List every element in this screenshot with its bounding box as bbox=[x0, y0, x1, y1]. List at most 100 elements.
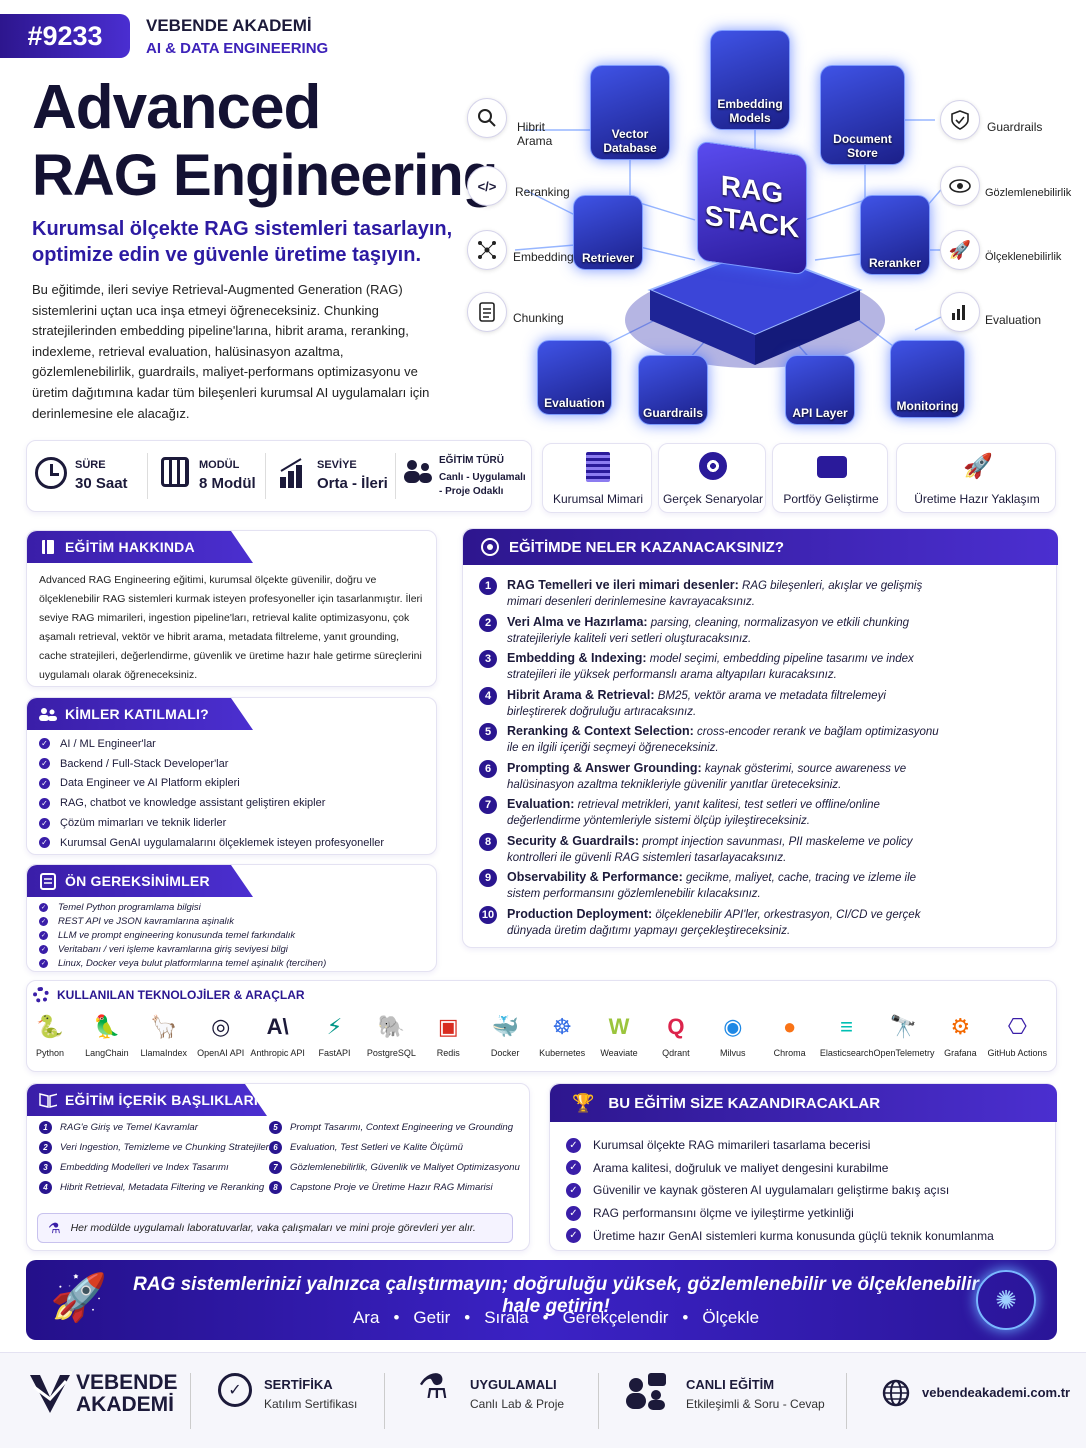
number-badge: 7 bbox=[479, 796, 497, 814]
brand-name-line1: VEBENDE bbox=[76, 1371, 178, 1394]
bar-chart-icon bbox=[940, 292, 980, 332]
bullet-separator: • bbox=[682, 1308, 689, 1327]
feature-card-production: 🚀Üretime Hazır Yaklaşım bbox=[896, 443, 1056, 513]
target-icon bbox=[481, 538, 499, 556]
number-badge: 5 bbox=[479, 723, 497, 741]
building-icon bbox=[586, 452, 610, 482]
feature-card-architecture: Kurumsal Mimari bbox=[542, 443, 652, 513]
list-item: ✓Data Engineer ve AI Platform ekipleri bbox=[39, 774, 429, 794]
feature-label: Üretime Hazır Yaklaşım bbox=[914, 492, 1040, 506]
topic-item: 3 Embedding Modelleri ve Index Tasarımı bbox=[39, 1161, 229, 1174]
tech-logo-icon: A\ bbox=[266, 1014, 289, 1039]
prereq-title: ÖN GEREKSİNİMLER bbox=[65, 873, 210, 889]
course-code-badge: #9233 bbox=[0, 14, 130, 58]
number-badge: 1 bbox=[479, 577, 497, 595]
gain-desc: prompt injection savunması, PII maskelem… bbox=[507, 835, 913, 864]
fact-label-duration: SÜRE bbox=[75, 459, 106, 471]
topic-text: RAG'e Giriş ve Temel Kavramlar bbox=[60, 1122, 198, 1133]
divider bbox=[265, 453, 266, 499]
tech-logo-icon: Q bbox=[667, 1014, 685, 1039]
flask-icon: ⚗ bbox=[48, 1219, 61, 1236]
about-card: EĞİTİM HAKKINDA Advanced RAG Engineering… bbox=[26, 530, 437, 687]
topics-header: EĞİTİM İÇERİK BAŞLIKLARI bbox=[27, 1084, 267, 1116]
bullet-separator: • bbox=[464, 1308, 471, 1327]
trophy-icon: 🏆 bbox=[572, 1092, 595, 1113]
gain-heading: Hibrit Arama & Retrieval: bbox=[507, 687, 655, 702]
list-item-text: Kurumsal GenAI uygulamalarını ölçeklemek… bbox=[60, 836, 385, 849]
list-item-text: Linux, Docker veya bulut platformlarına … bbox=[58, 957, 327, 969]
people-icon bbox=[403, 459, 433, 485]
tech-item: 🔭OpenTelemetry bbox=[874, 1010, 935, 1059]
gain-heading: RAG Temelleri ve ileri mimari desenler: bbox=[507, 578, 739, 592]
tech-item: ≡Elasticsearch bbox=[817, 1010, 877, 1059]
tech-label: Anthropic API bbox=[250, 1048, 305, 1058]
list-item: ✓Veritabanı / veri işleme kavramlarına g… bbox=[39, 942, 429, 956]
left-label-hybrid: Hibrit Arama bbox=[517, 120, 553, 148]
gain-desc: RAG bileşenleri, akışlar ve gelişmiş mim… bbox=[507, 580, 923, 608]
feature-card-scenarios: Gerçek Senaryolar bbox=[658, 443, 766, 513]
topics-note-box: ⚗ Her modülde uygulamalı laboratuvarlar, … bbox=[37, 1213, 513, 1243]
node-label: Vector Database bbox=[603, 127, 657, 155]
search-icon bbox=[467, 98, 507, 138]
tech-label: Python bbox=[35, 1048, 65, 1058]
gain-text: Security & Guardrails: prompt injection … bbox=[507, 833, 947, 870]
check-icon: ✓ bbox=[39, 958, 48, 968]
number-badge: 3 bbox=[39, 1161, 52, 1174]
number-badge: 8 bbox=[269, 1181, 282, 1194]
list-item-text: Temel Python programlama bilgisi bbox=[58, 901, 201, 913]
node-label: Retriever bbox=[581, 251, 635, 265]
gain-desc: parsing, cleaning, normalizasyon ve etki… bbox=[507, 616, 910, 645]
fact-value-type: Canlı - Uygulamalı - Proje Odaklı bbox=[439, 472, 526, 497]
banner-step: Ara bbox=[352, 1308, 380, 1327]
gains-list: 1 RAG Temelleri ve ileri mimari desenler:… bbox=[479, 577, 1049, 942]
check-icon: ✓ bbox=[566, 1228, 581, 1244]
gain-text: Production Deployment: ölçeklenebilir AP… bbox=[507, 906, 947, 943]
check-icon: ✓ bbox=[566, 1205, 581, 1221]
benefits-list: ✓Kurumsal ölçekte RAG mimarileri tasarla… bbox=[566, 1134, 1046, 1247]
check-icon: ✓ bbox=[39, 738, 50, 750]
divider bbox=[147, 453, 148, 499]
check-icon: ✓ bbox=[39, 916, 48, 926]
tech-logo-icon: ⚡ bbox=[326, 1014, 343, 1039]
list-item: ✓ Linux, Docker veya bulut platformlarına… bbox=[39, 956, 429, 970]
list-item: ✓Kurumsal GenAI uygulamalarını ölçekleme… bbox=[39, 833, 429, 853]
cta-banner: 🚀 RAG sistemlerinizi yalnızca çalıştırma… bbox=[26, 1260, 1057, 1340]
gain-heading: Veri Alma ve Hazırlama: bbox=[507, 614, 648, 629]
gain-desc: BM25, vektör arama ve metadata filtrelem… bbox=[507, 689, 886, 718]
list-item: ✓Temel Python programlama bilgisi bbox=[39, 900, 429, 914]
benefit-item: ✓Kurumsal ölçekte RAG mimarileri tasarla… bbox=[566, 1134, 1046, 1157]
number-badge: 2 bbox=[479, 613, 497, 632]
benefit-item: ✓Güvenilir ve kaynak gösteren AI uygulam… bbox=[566, 1179, 1046, 1202]
divider bbox=[846, 1373, 847, 1429]
gain-desc: ölçeklenebilir API'ler, orkestrasyon, CI… bbox=[507, 908, 921, 937]
topic-text: Embedding Modelleri ve Index Tasarımı bbox=[60, 1162, 229, 1173]
tech-item: ▣Redis bbox=[418, 1010, 478, 1059]
gain-desc: retrieval metrikleri, yanıt kalitesi, te… bbox=[507, 799, 880, 827]
benefit-text: RAG performansını ölçme ve iyileştirme y… bbox=[593, 1206, 854, 1221]
tech-logo-icon: 🦜 bbox=[93, 1014, 121, 1039]
tech-title: KULLANILAN TEKNOLOJİLER & ARAÇLAR bbox=[57, 988, 305, 1002]
benefit-text: Güvenilir ve kaynak gösteren AI uygulama… bbox=[593, 1183, 950, 1198]
gain-text: Prompting & Answer Grounding: kaynak gös… bbox=[507, 760, 947, 797]
node-label: Reranker bbox=[868, 256, 922, 270]
topic-text: Prompt Tasarımı, Context Engineering ve … bbox=[290, 1122, 514, 1133]
banner-text: RAG sistemlerinizi yalnızca çalıştırmayı… bbox=[133, 1274, 979, 1317]
topics-note: Her modülde uygulamalı laboratuvarlar, v… bbox=[70, 1222, 476, 1234]
fact-value-duration: 30 Saat bbox=[75, 475, 128, 492]
bullet-separator: • bbox=[542, 1308, 549, 1327]
list-item-text: Çözüm mimarları ve teknik liderler bbox=[60, 817, 227, 830]
brand-name-line2: AKADEMİ bbox=[76, 1393, 174, 1416]
website-link[interactable]: vebendeakademi.com.tr bbox=[922, 1385, 1071, 1400]
about-text: Advanced RAG Engineering eğitimi, kurums… bbox=[39, 574, 423, 681]
tech-logo-icon: ≡ bbox=[840, 1014, 854, 1039]
gain-heading: Observability & Performance: bbox=[507, 870, 683, 884]
prereq-card: ÖN GEREKSİNİMLER ✓Temel Python programla… bbox=[26, 864, 437, 972]
benefit-text: Arama kalitesi, doğruluk ve maliyet deng… bbox=[593, 1160, 889, 1175]
banner-steps: Ara•Getir•Sırala•Gerekçelendir•Ölçekle bbox=[126, 1308, 986, 1328]
